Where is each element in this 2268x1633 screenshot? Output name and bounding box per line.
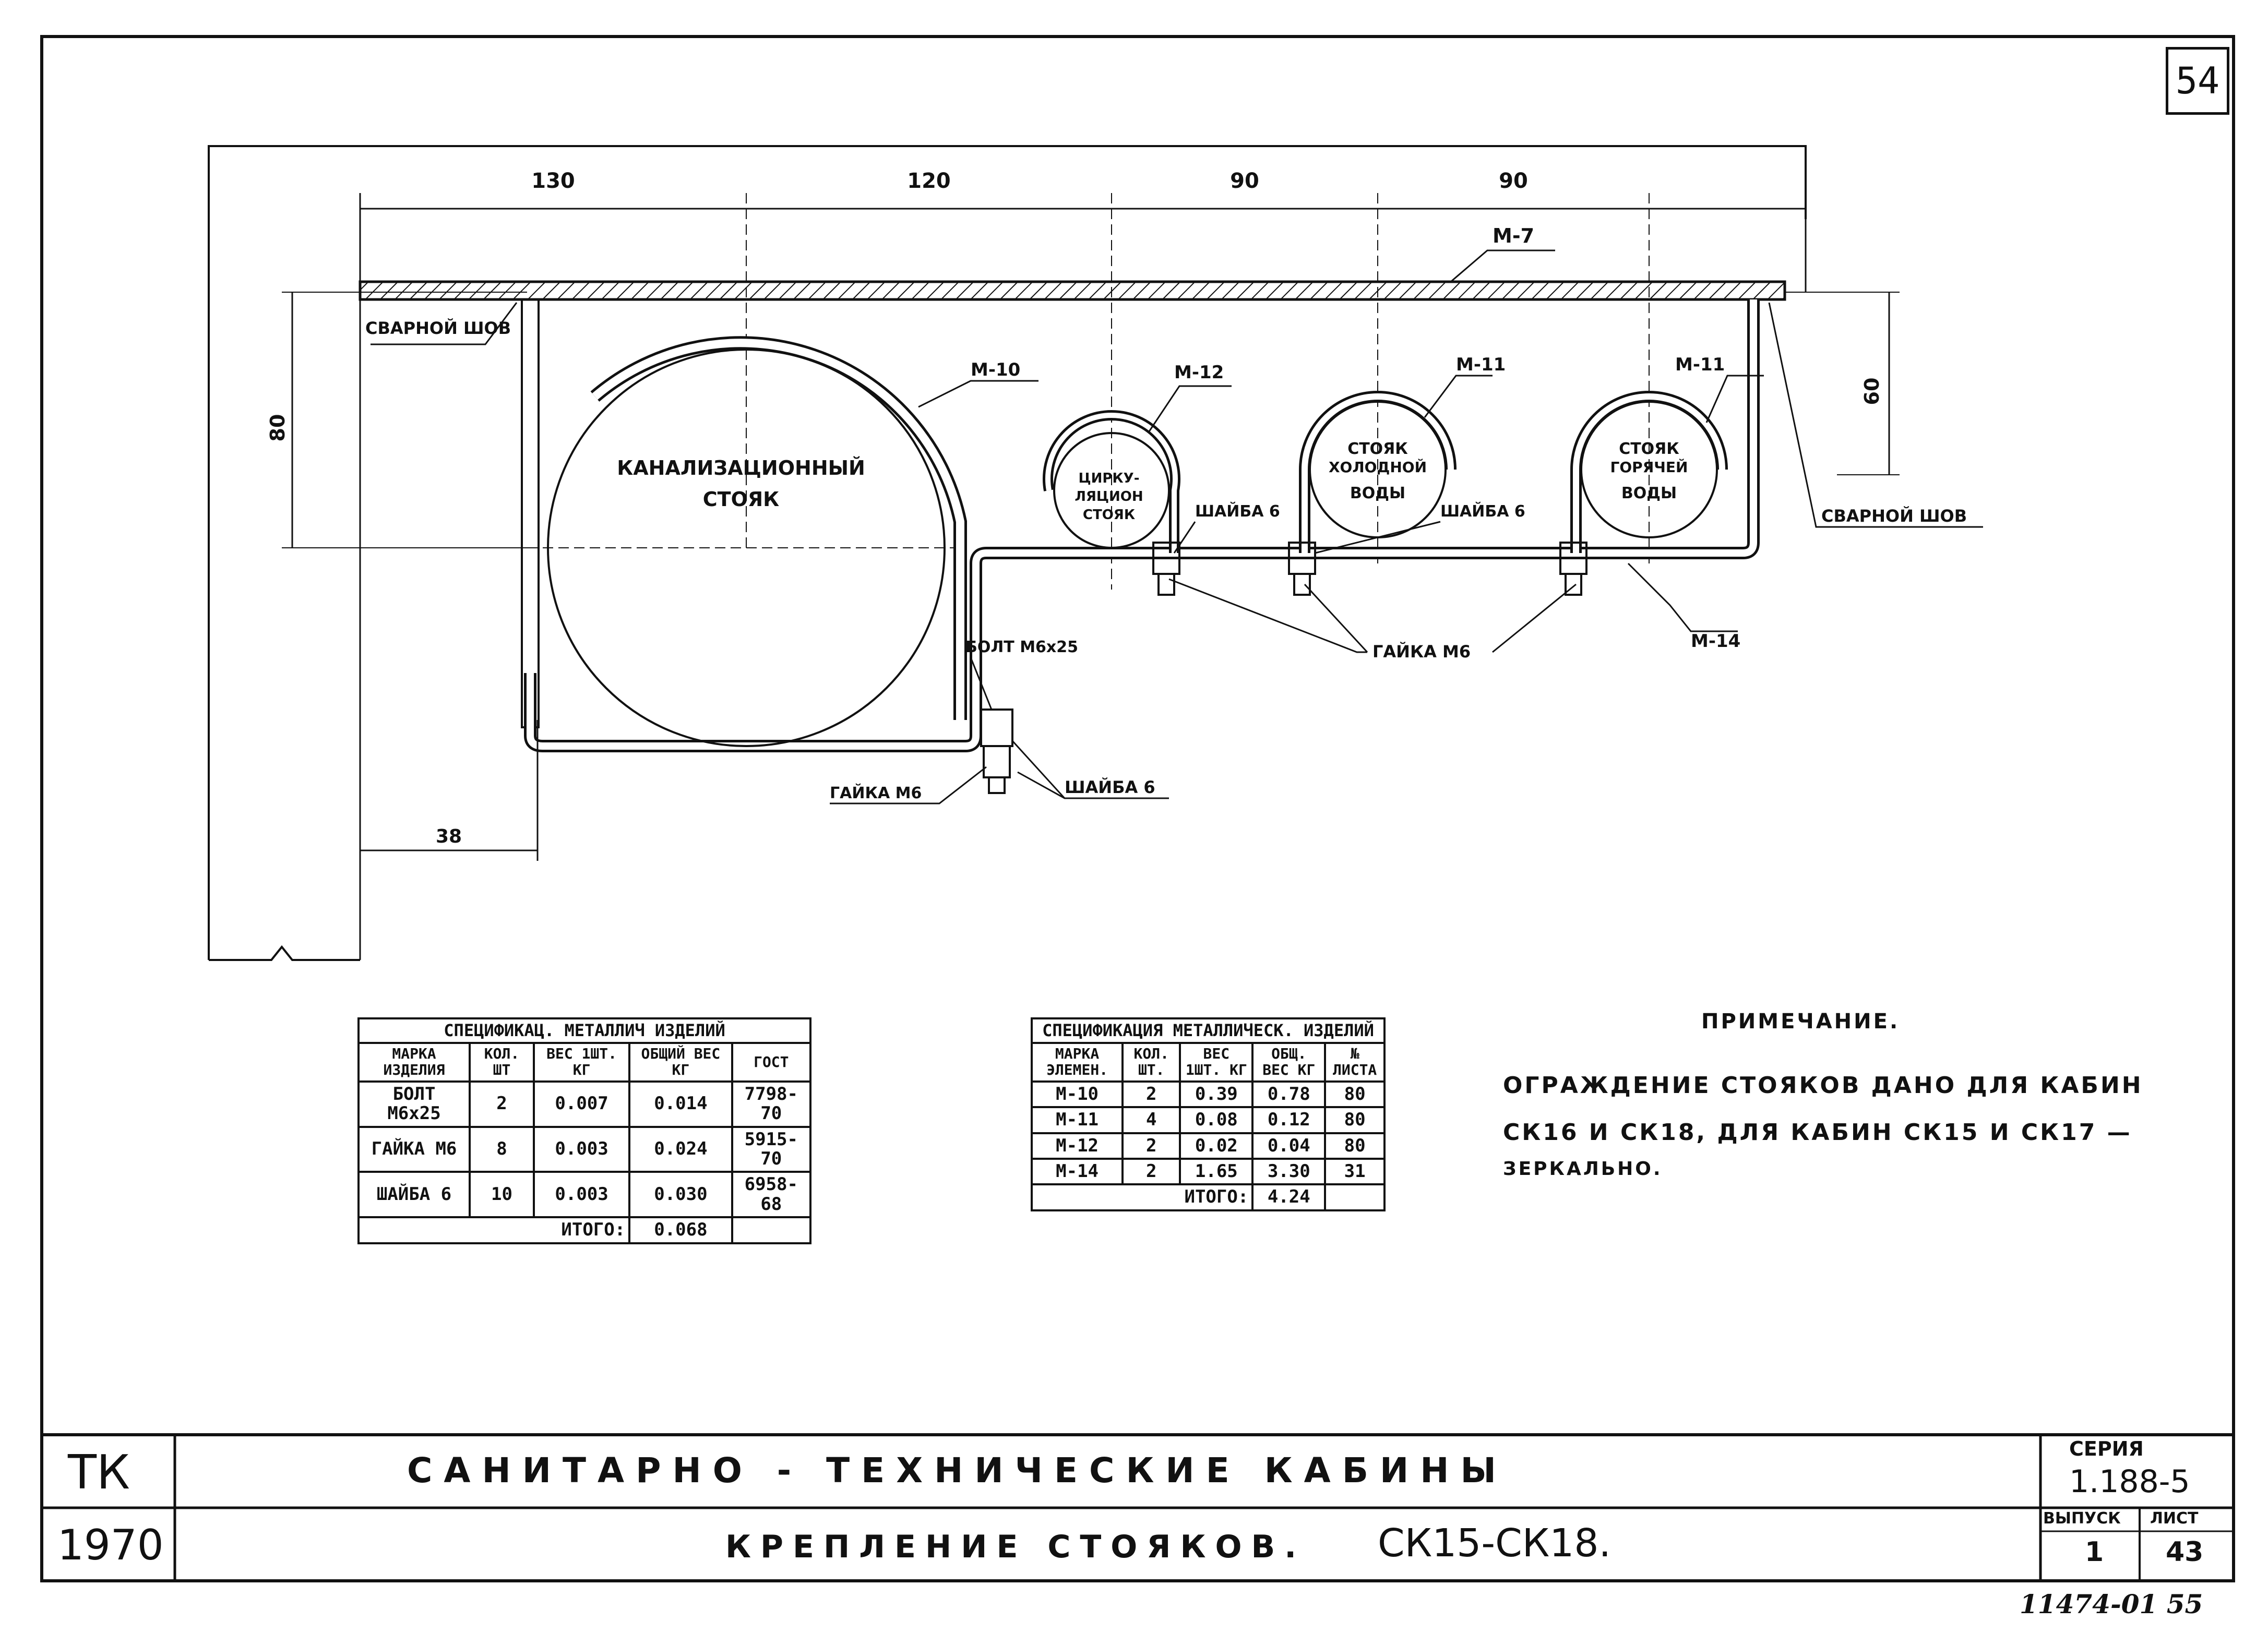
table2-title: СПЕЦИФИКАЦИЯ МЕТАЛЛИЧЕСК. ИЗДЕЛИЙ xyxy=(1031,1017,1386,1044)
label-m10: М-10 xyxy=(971,359,1020,380)
table-row: М-11 4 0.08 0.12 80 xyxy=(1030,1106,1386,1134)
sheet-number: 54 xyxy=(2175,59,2220,102)
table-row: ШАЙБА 6 10 0.003 0.030 6958-68 xyxy=(357,1171,812,1219)
table2-header: № ЛИСТА xyxy=(1324,1042,1386,1083)
note-title: ПРИМЕЧАНИЕ. xyxy=(1701,1010,1900,1034)
table-row: БОЛТ М6х25 2 0.007 0.014 7798-70 xyxy=(357,1080,812,1128)
label-nut-m6-b: ГАЙКА М6 xyxy=(830,784,922,802)
dim-top-3: 90 xyxy=(1230,169,1259,193)
title-block-issue-value: 1 xyxy=(2085,1536,2104,1568)
bolt-assembly-2 xyxy=(1288,542,1316,596)
label-sewer-riser-1: КАНАЛИЗАЦИОННЫЙ xyxy=(617,457,865,479)
label-circ-riser-3: СТОЯК xyxy=(1083,507,1135,523)
label-cold-riser-1: СТОЯК xyxy=(1347,440,1408,458)
dim-bottom: 38 xyxy=(436,826,462,847)
table-row: ГАЙКА М6 8 0.003 0.024 5915-70 xyxy=(357,1125,812,1173)
title-block-sheet-value: 43 xyxy=(2166,1536,2204,1568)
label-bolt: БОЛТ М6х25 xyxy=(965,638,1078,656)
label-weld-right: СВАРНОЙ ШОВ xyxy=(1821,506,1967,526)
outer-contour xyxy=(208,145,1807,960)
dim-top-4: 90 xyxy=(1499,169,1528,193)
spec-table-fasteners: СПЕЦИФИКАЦ. МЕТАЛЛИЧ ИЗДЕЛИЙ МАРКА ИЗДЕЛ… xyxy=(357,1017,812,1244)
table-row: М-10 2 0.39 0.78 80 xyxy=(1030,1080,1386,1109)
title-block-issue-label: ВЫПУСК xyxy=(2043,1509,2121,1528)
table-total-row: ИТОГО: 0.068 xyxy=(357,1216,812,1244)
label-washer-b: ШАЙБА 6 xyxy=(1440,502,1525,521)
table-row: М-14 2 1.65 3.30 31 xyxy=(1030,1157,1386,1186)
bottom-bolt-assembly xyxy=(980,709,1013,794)
note-line-3: ЗЕРКАЛЬНО. xyxy=(1503,1158,1663,1180)
bolt-assembly-1 xyxy=(1152,542,1180,596)
label-circ-riser-1: ЦИРКУ- xyxy=(1078,471,1139,486)
label-nut-m6-a: ГАЙКА М6 xyxy=(1372,642,1471,662)
label-m12: М-12 xyxy=(1174,362,1224,383)
note-line-2: СК16 И СК18, ДЛЯ КАБИН СК15 И СК17 — xyxy=(1503,1119,2132,1146)
spec-table-elements: СПЕЦИФИКАЦИЯ МЕТАЛЛИЧЕСК. ИЗДЕЛИЙ МАРКА … xyxy=(1030,1017,1386,1211)
table1-header: ОБЩИЙ ВЕС КГ xyxy=(628,1042,733,1083)
bottom-contour xyxy=(209,945,360,961)
dim-top-2: 120 xyxy=(907,169,951,193)
label-m14: М-14 xyxy=(1691,631,1740,652)
table-row: М-12 2 0.02 0.04 80 xyxy=(1030,1132,1386,1160)
bolt-assembly-3 xyxy=(1559,542,1587,596)
table2-header: ВЕС 1ШТ. КГ xyxy=(1179,1042,1254,1083)
label-weld-left: СВАРНОЙ ШОВ xyxy=(365,318,511,338)
note-line-1: ОГРАЖДЕНИЕ СТОЯКОВ ДАНО ДЛЯ КАБИН xyxy=(1503,1072,2143,1099)
table1-header: ГОСТ xyxy=(731,1042,812,1083)
title-block-series-label: СЕРИЯ xyxy=(2069,1437,2144,1460)
title-block-org: ТК xyxy=(68,1445,130,1500)
table-total-row: ИТОГО: 4.24 xyxy=(1030,1183,1386,1211)
label-m7: М-7 xyxy=(1493,224,1534,247)
title-block-year: 1970 xyxy=(57,1521,164,1569)
table1-header: ВЕС 1ШТ. КГ xyxy=(532,1042,631,1083)
plate-m7 xyxy=(359,280,1786,301)
label-circ-riser-2: ЛЯЦИОН xyxy=(1075,489,1143,505)
table2-header: ОБЩ. ВЕС КГ xyxy=(1251,1042,1327,1083)
page-frame xyxy=(40,35,2235,1582)
strip-m14 xyxy=(524,299,1760,752)
title-block-subtitle: КРЕПЛЕНИЕ СТОЯКОВ. xyxy=(725,1529,1306,1565)
clamp-m10 xyxy=(590,336,967,720)
label-hot-riser-3: ВОДЫ xyxy=(1621,484,1677,502)
label-hot-riser-1: СТОЯК xyxy=(1619,440,1679,458)
label-hot-riser-2: ГОРЯЧЕЙ xyxy=(1610,458,1688,476)
title-block-series-value: 1.188-5 xyxy=(2069,1463,2190,1500)
table1-header: КОЛ. ШТ xyxy=(469,1042,535,1083)
label-cold-riser-3: ВОДЫ xyxy=(1350,484,1405,502)
table1-title: СПЕЦИФИКАЦ. МЕТАЛЛИЧ ИЗДЕЛИЙ xyxy=(357,1017,811,1044)
dim-top-1: 130 xyxy=(531,169,575,193)
label-sewer-riser-2: СТОЯК xyxy=(703,488,779,511)
table2-header: КОЛ. ШТ. xyxy=(1121,1042,1181,1083)
label-m11-a: М-11 xyxy=(1456,354,1506,375)
table1-header: МАРКА ИЗДЕЛИЯ xyxy=(357,1042,471,1083)
label-m11-b: М-11 xyxy=(1675,354,1725,375)
label-washer-c: ШАЙБА 6 xyxy=(1065,777,1155,797)
dim-right-vertical: 60 xyxy=(1860,378,1883,405)
table2-header: МАРКА ЭЛЕМЕН. xyxy=(1030,1042,1124,1083)
title-block-sheet-label: ЛИСТ xyxy=(2150,1509,2199,1528)
sheet-number-box: 54 xyxy=(2166,47,2229,115)
label-cold-riser-2: ХОЛОДНОЙ xyxy=(1329,458,1427,476)
title-block-code: СК15-СК18. xyxy=(1378,1521,1611,1566)
dim-left-vertical: 80 xyxy=(266,414,289,442)
title-block-title: САНИТАРНО - ТЕХНИЧЕСКИЕ КАБИНЫ xyxy=(407,1450,1508,1491)
label-washer-a: ШАЙБА 6 xyxy=(1195,502,1280,521)
archive-number: 11474-01 55 xyxy=(2020,1589,2203,1619)
